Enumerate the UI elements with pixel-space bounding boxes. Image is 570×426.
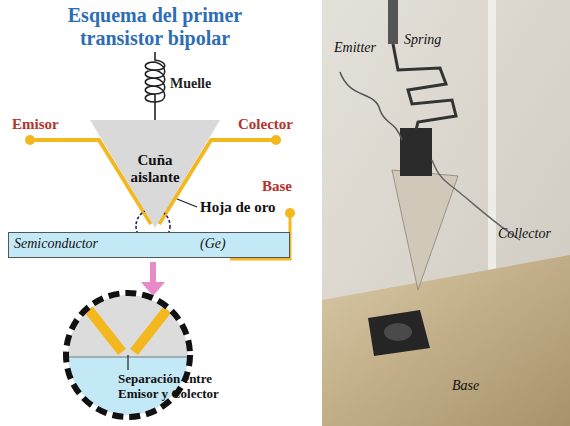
part-label: Separación entre Emisor y Colector (118, 372, 248, 402)
insulating-wedge: Cuña aislante (90, 120, 220, 228)
part-label: Hoja de oro (200, 199, 276, 216)
part-label: Colector (238, 116, 293, 133)
part-label: Emitter (334, 40, 376, 56)
part-label: Spring (404, 32, 441, 48)
part-label: Base (262, 178, 292, 195)
leader-line (127, 355, 128, 370)
part-label: Emisor (12, 116, 59, 133)
spring-coil (145, 52, 165, 120)
leader-line (177, 199, 197, 207)
diagram-title: Esquema del primer transistor bipolar (30, 4, 280, 50)
collector-terminal (271, 135, 281, 145)
node-text: (Ge) (200, 236, 226, 252)
emitter-terminal (25, 135, 35, 145)
base-terminal (285, 208, 295, 218)
part-label: Collector (498, 226, 551, 242)
part-label: Muelle (170, 76, 211, 92)
magnified-view (60, 290, 200, 426)
zoom-arrow (150, 262, 156, 284)
node-text: Cuña aislante (119, 152, 191, 187)
node-text: Semiconductor (14, 236, 98, 252)
photo (322, 0, 570, 426)
semiconductor-block: Semiconductor (Ge) (8, 232, 290, 258)
part-label: Base (452, 378, 479, 394)
